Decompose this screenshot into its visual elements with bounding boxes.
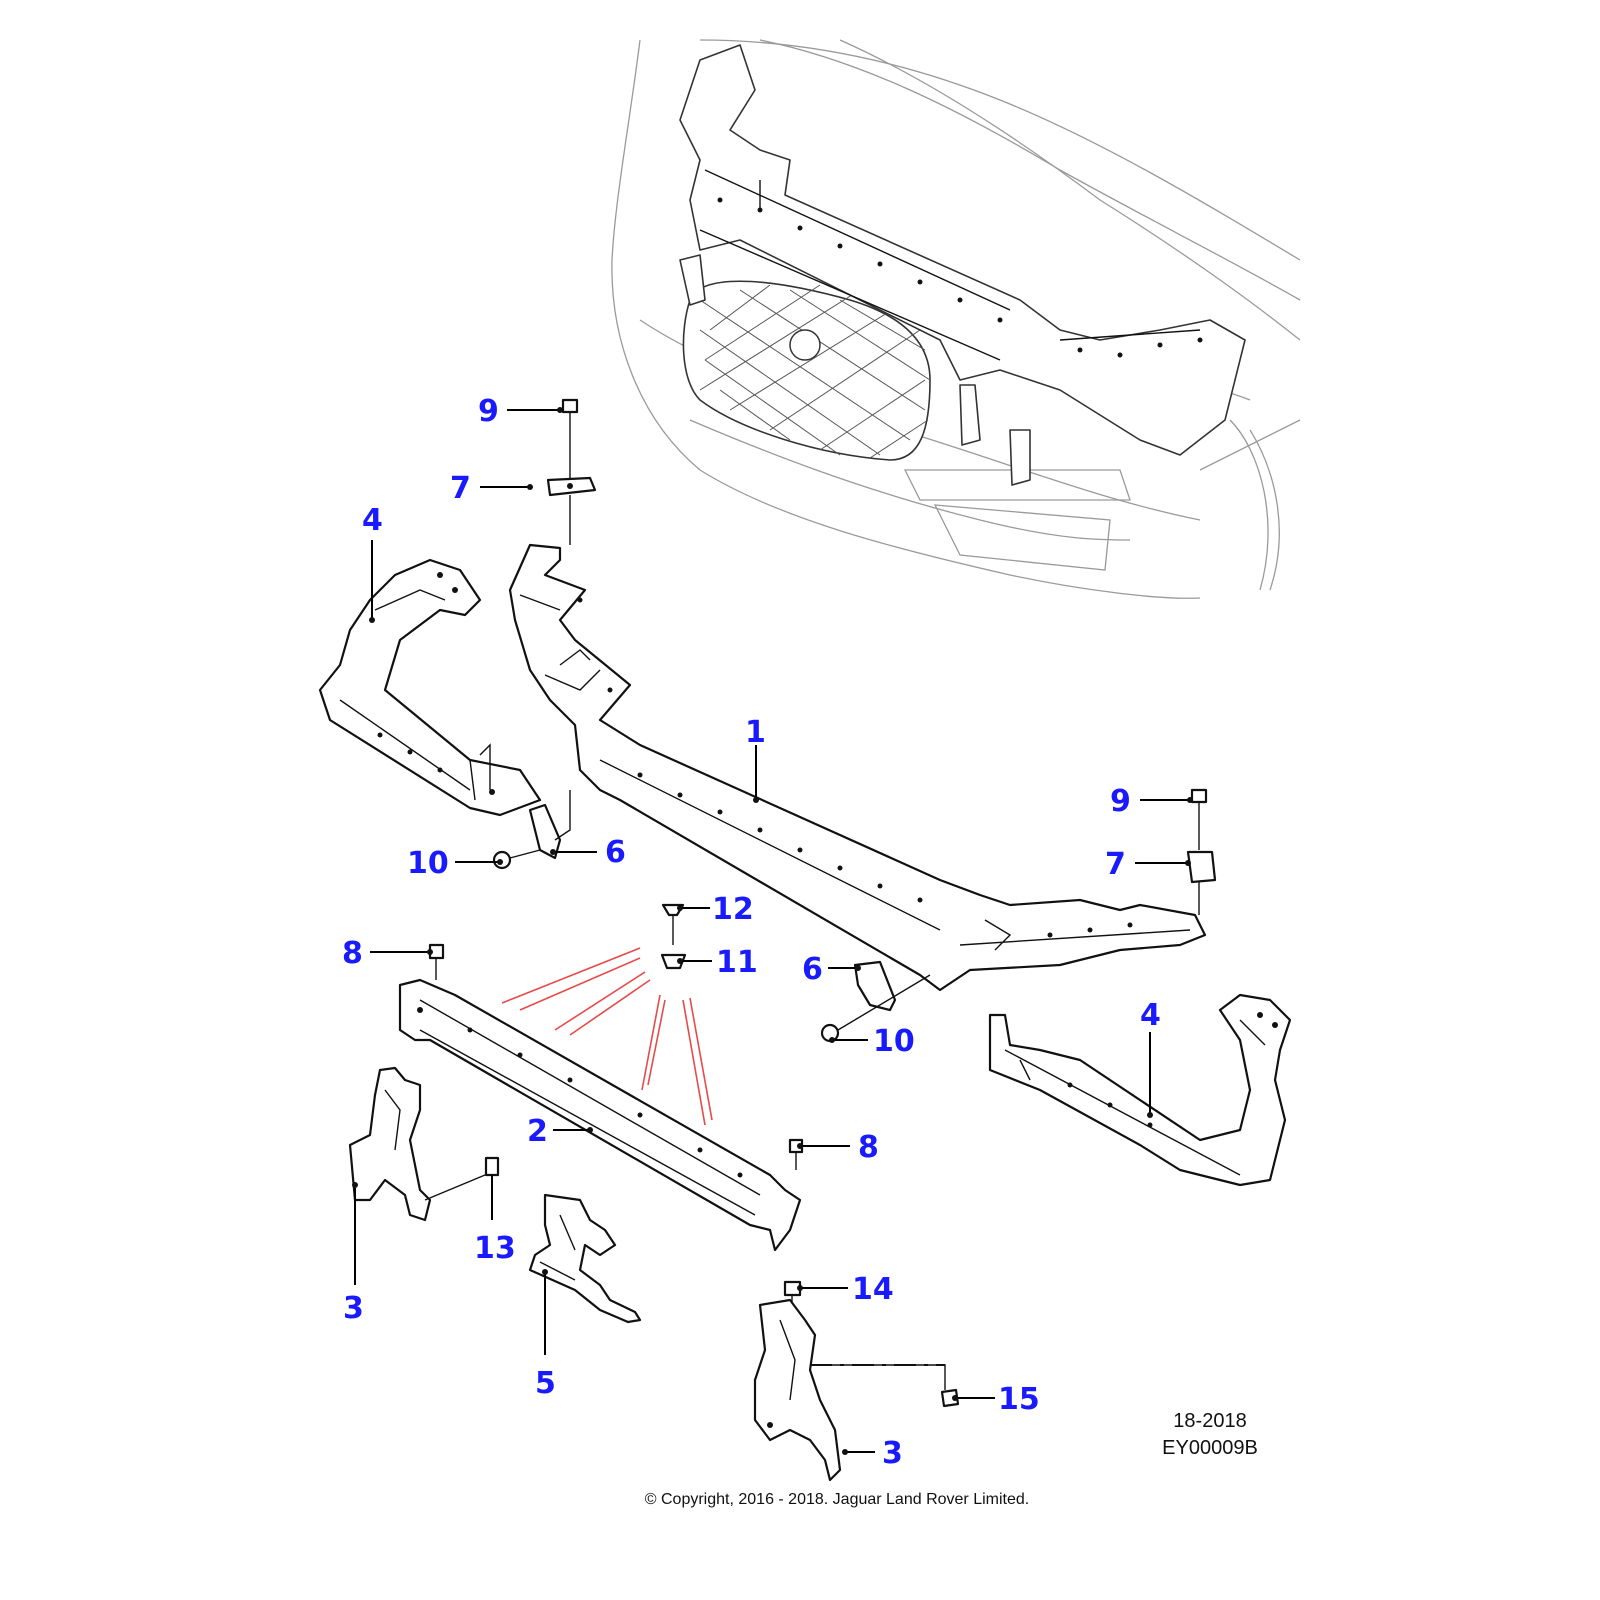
callout-10-left: 10 [407, 846, 449, 881]
callout-3-right: 3 [882, 1436, 903, 1471]
callout-10-right: 10 [873, 1024, 915, 1059]
part-3-right-support [753, 1298, 946, 1482]
callout-9-left: 9 [478, 394, 499, 429]
callout-7-left: 7 [450, 471, 471, 506]
leader-lines [354, 407, 1193, 1455]
part-4-right-bracket [988, 993, 1292, 1187]
callout-7-right: 7 [1105, 847, 1126, 882]
callout-3-left: 3 [343, 1291, 364, 1326]
part-6-right-bracket [853, 960, 897, 1012]
callout-6-left: 6 [605, 835, 626, 870]
part-5-plate [528, 1193, 642, 1324]
reference-date: 18-2018 [1173, 1410, 1246, 1432]
callout-1: 1 [745, 715, 766, 750]
callout-13: 13 [474, 1231, 516, 1266]
part-2-crossmember [398, 978, 802, 1252]
clip-location-lines [501, 947, 713, 1126]
callout-5: 5 [535, 1366, 556, 1401]
reference-code: EY00009B [1162, 1437, 1258, 1459]
part-4-left-bracket [318, 558, 542, 817]
callout-4-right: 4 [1140, 998, 1161, 1033]
callout-9-right: 9 [1110, 784, 1131, 819]
callout-8-right: 8 [858, 1130, 879, 1165]
callout-2: 2 [527, 1114, 548, 1149]
callout-11: 11 [716, 945, 758, 980]
callout-8-left: 8 [342, 936, 363, 971]
callout-6-right: 6 [802, 952, 823, 987]
fasteners [428, 398, 1217, 1408]
callout-14: 14 [852, 1272, 894, 1307]
part-3-left-support [348, 1066, 486, 1222]
callout-4-left: 4 [362, 503, 383, 538]
vehicle-overview [611, 39, 1301, 599]
part-1-carrier [508, 543, 1207, 992]
copyright-notice: © Copyright, 2016 - 2018. Jaguar Land Ro… [645, 1491, 1029, 1508]
callout-labels: 9 7 4 1 9 7 10 6 12 11 8 6 10 4 2 8 13 3… [342, 394, 1161, 1471]
callout-15: 15 [998, 1382, 1040, 1417]
callout-12: 12 [712, 892, 754, 927]
part-6-left-bracket [528, 790, 571, 860]
